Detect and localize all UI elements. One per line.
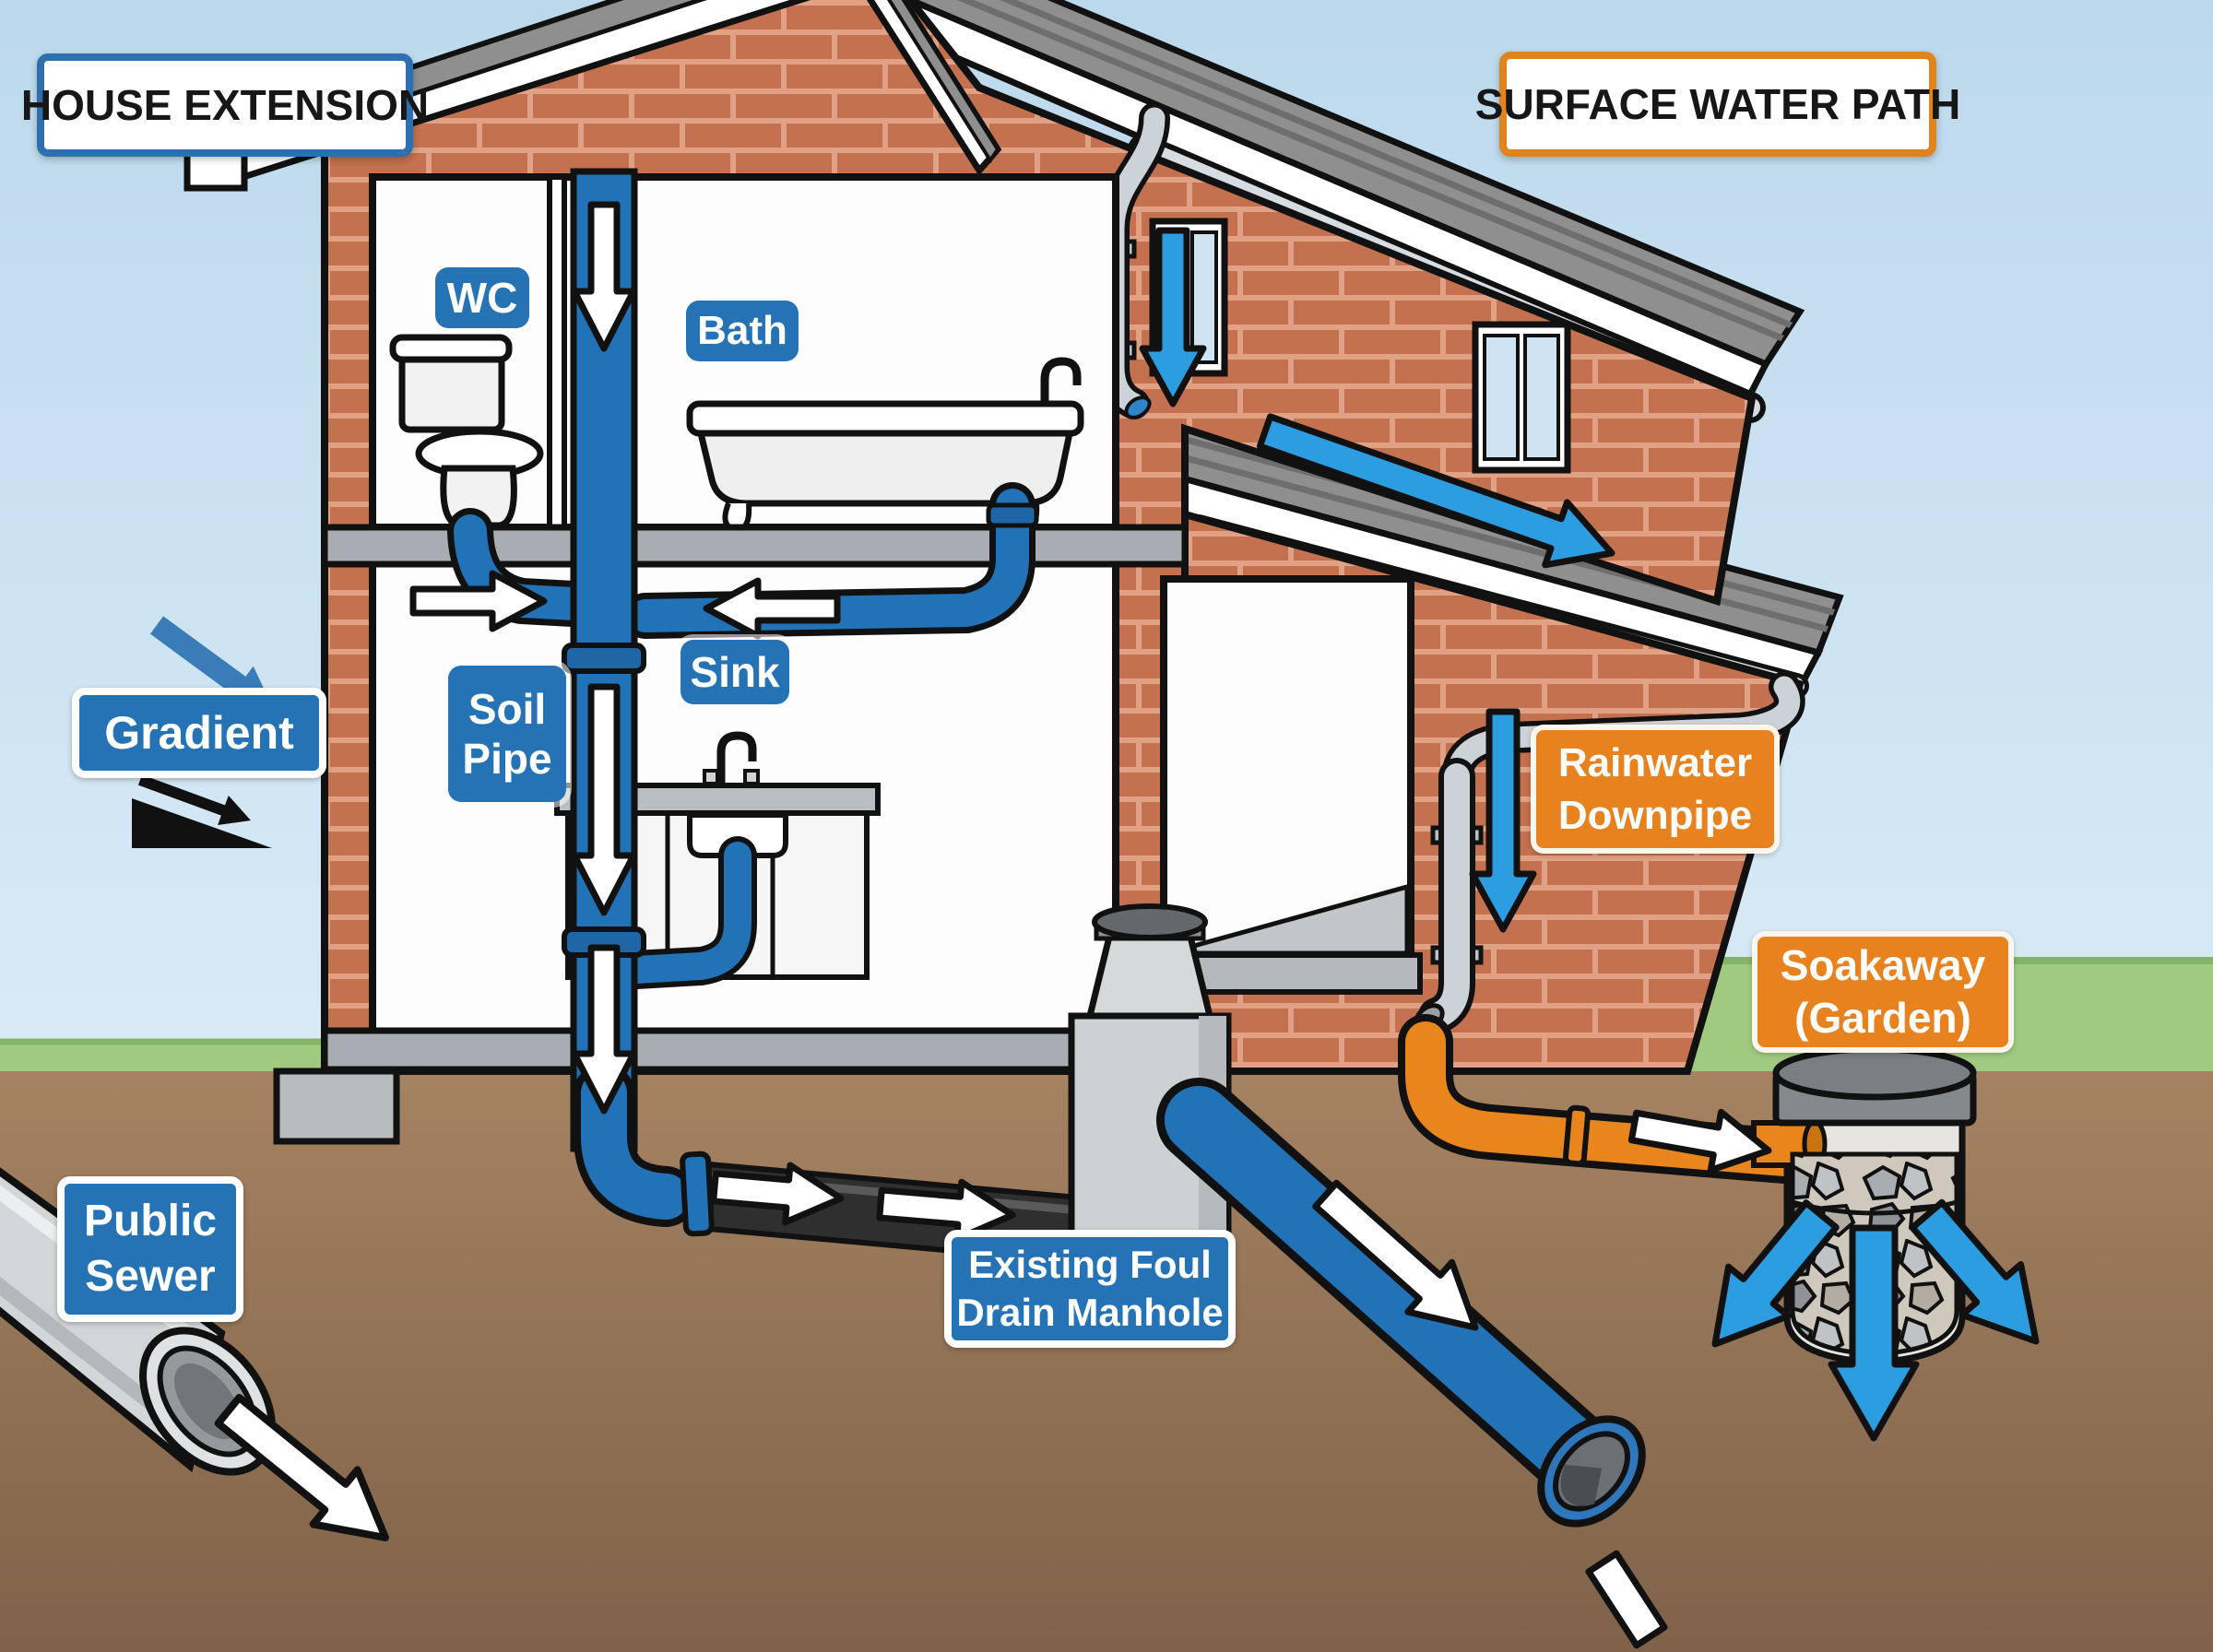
label-bath-text: Bath: [697, 308, 787, 354]
title-house-extension: HOUSE EXTENSION: [21, 53, 429, 157]
label-wc: WC: [435, 267, 529, 328]
toilet: [389, 334, 544, 529]
label-gradient-text: Gradient: [104, 706, 294, 759]
new-foul-drain-pipe: [1156, 1078, 1646, 1528]
label-rainwater-line1: Rainwater: [1557, 739, 1753, 785]
gradient-wedge: [132, 798, 272, 848]
label-existing-foul-line2: Drain Manhole: [956, 1291, 1224, 1334]
label-sink-text: Sink: [690, 647, 780, 696]
title-house-extension-text: HOUSE EXTENSION: [20, 81, 430, 129]
label-rainwater-downpipe: Rainwater Downpipe: [1531, 725, 1780, 854]
label-bath: Bath: [686, 301, 799, 361]
label-rainwater-line2: Downpipe: [1557, 793, 1753, 838]
label-existing-foul-line1: Existing Foul: [968, 1242, 1212, 1286]
title-surface-water-path: SURFACE WATER PATH: [1475, 52, 1960, 157]
label-soil-pipe-line1: Soil: [467, 684, 547, 733]
surface-water-pipe: [1398, 1014, 1812, 1184]
label-sink: Sink: [680, 640, 789, 704]
label-public-sewer-line2: Sewer: [85, 1252, 216, 1301]
label-soakaway-line2: (Garden): [1794, 994, 1971, 1042]
label-soil-pipe: Soil Pipe: [448, 666, 566, 802]
label-soakaway-garden: Soakaway (Garden): [1752, 931, 2014, 1053]
label-public-sewer: Public Sewer: [57, 1176, 243, 1322]
label-wc-text: WC: [446, 273, 518, 322]
label-existing-foul-drain-manhole: Existing Foul Drain Manhole: [944, 1230, 1236, 1348]
label-gradient: Gradient: [72, 688, 326, 778]
label-soil-pipe-line2: Pipe: [462, 735, 552, 783]
label-public-sewer-line1: Public: [83, 1197, 218, 1245]
title-surface-water-path-text: SURFACE WATER PATH: [1474, 80, 1961, 128]
wall-footing: [273, 1068, 400, 1145]
label-soakaway-line1: Soakaway: [1780, 940, 1986, 989]
flow-arrows: [137, 201, 2040, 1649]
